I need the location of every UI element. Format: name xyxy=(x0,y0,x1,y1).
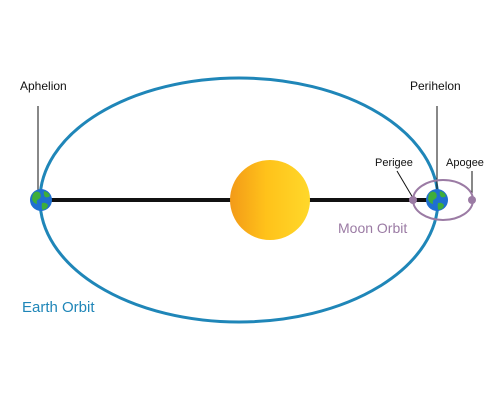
earth-icon-aphelion xyxy=(30,189,52,211)
perigee-point xyxy=(409,196,417,204)
earth-icon-perihelion xyxy=(426,189,448,211)
apogee-label: Apogee xyxy=(446,157,484,169)
earth-orbit-label: Earth Orbit xyxy=(22,299,95,316)
aphelion-label: Aphelion xyxy=(20,79,67,93)
moon-orbit-label: Moon Orbit xyxy=(338,220,408,236)
apogee-point xyxy=(468,196,476,204)
sun xyxy=(230,160,310,240)
perigee-leader-line xyxy=(396,170,414,199)
perihelion-label: Perihelon xyxy=(410,79,461,93)
perigee-label: Perigee xyxy=(375,157,413,169)
